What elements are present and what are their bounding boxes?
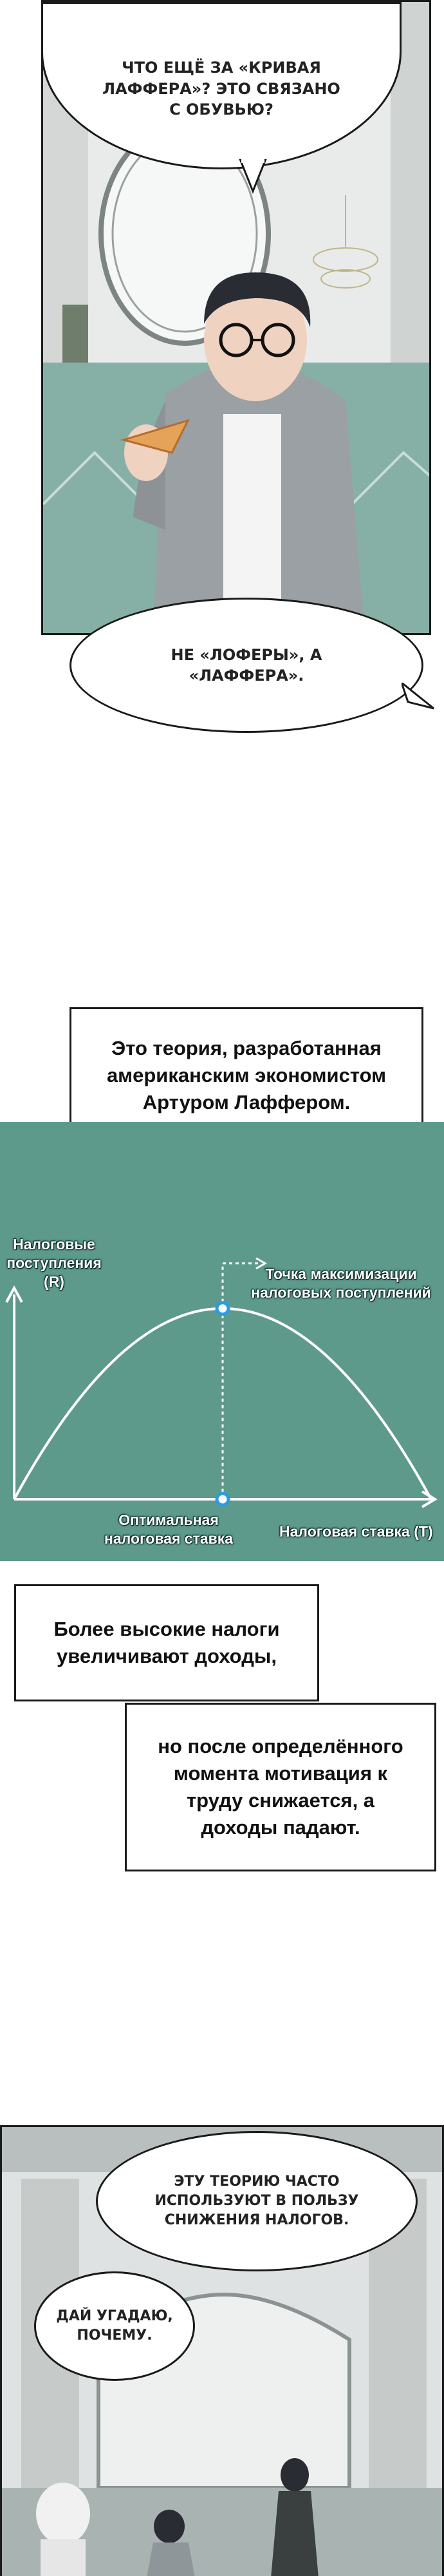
narration-box-2: Более высокие налоги увеличивают доходы, bbox=[14, 1584, 319, 1701]
speech-bubble-bottom-tail bbox=[402, 683, 434, 710]
speech-bubble-bottom: Не «Лоферы», а «Лаффера». bbox=[69, 598, 423, 733]
narration-box-1: Это теория, разработанная американским э… bbox=[69, 1007, 423, 1144]
laffer-curve-chart bbox=[5, 1257, 438, 1508]
laffer-chart-panel: Налоговые поступления (R) Точка максимиз… bbox=[0, 1122, 444, 1561]
x-axis-arrow bbox=[421, 1490, 438, 1508]
speech-bubble-panel2-bottom: Дай угадаю, почему. bbox=[34, 2271, 195, 2381]
speech-bubble-tail bbox=[239, 159, 267, 194]
narration-box-3: но после определённого момента мотивация… bbox=[125, 1703, 436, 1871]
chart-annotation-opt: Оптимальная налоговая ставка bbox=[104, 1511, 234, 1547]
max-point-leader-line bbox=[221, 1262, 261, 1309]
peak-marker bbox=[215, 1301, 230, 1316]
y-axis-arrow bbox=[5, 1285, 23, 1303]
optimal-rate-marker bbox=[215, 1492, 230, 1507]
chart-annotation-max: Точка максимизации налоговых поступлений bbox=[251, 1265, 431, 1301]
comic-panel-2: Эту теорию часто используют в пользу сни… bbox=[0, 2125, 444, 2576]
speech-bubble-top: Что ещё за «Кривая Лаффера»? Это связано… bbox=[43, 2, 402, 169]
chart-xlabel: Налоговая ставка (T) bbox=[279, 1523, 433, 1540]
speech-bubble-panel2-top: Эту теорию часто используют в пользу сни… bbox=[96, 2131, 418, 2271]
comic-panel-1: Что ещё за «Кривая Лаффера»? Это связано… bbox=[41, 0, 431, 635]
max-point-leader-arrow bbox=[255, 1257, 268, 1270]
chart-ylabel: Налоговые поступления (R) bbox=[6, 1236, 102, 1290]
